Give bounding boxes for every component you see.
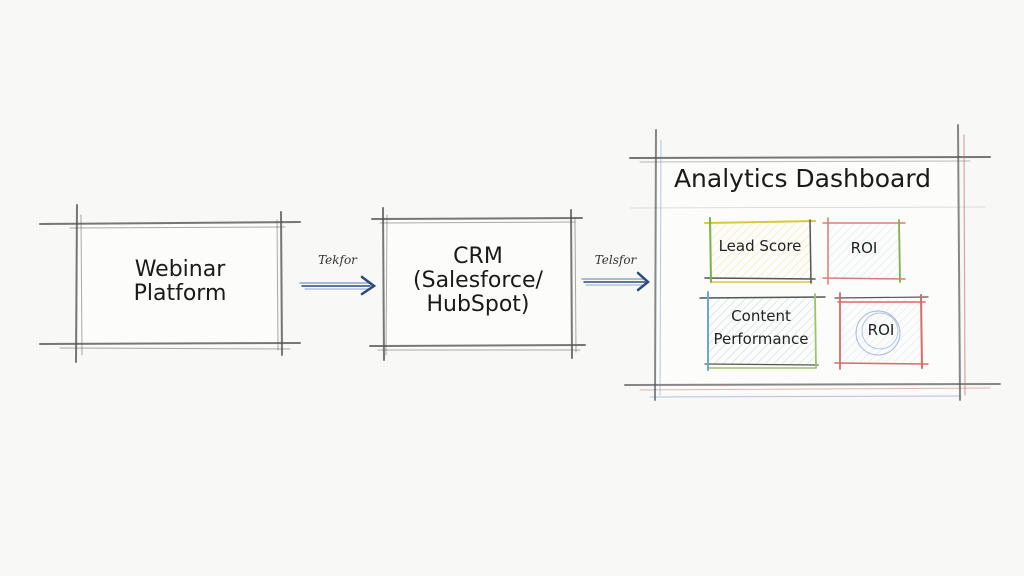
webinar-line-2: Platform xyxy=(133,281,227,307)
performance-text: Performance xyxy=(713,329,809,348)
crm-line-1: CRM xyxy=(453,244,503,269)
edge-label-1: Tekfor xyxy=(318,253,357,267)
content-text: Content xyxy=(731,307,791,325)
crm-label: CRM (Salesforce/ HubSpot) xyxy=(383,244,573,318)
widget-lead-score-label: Lead Score xyxy=(710,238,810,255)
arrow-crm-to-dashboard xyxy=(581,271,650,292)
widget-roi-bottom-label: ROI xyxy=(840,322,922,339)
crm-line-3: HubSpot) xyxy=(426,292,530,318)
edge-label-2: Telsfor xyxy=(594,253,637,267)
dashboard-title: Analytics Dashboard xyxy=(673,164,932,193)
webinar-line-1: Webinar xyxy=(134,257,226,282)
arrow-webinar-to-crm xyxy=(299,275,377,296)
crm-line-2: (Salesforce/ xyxy=(413,268,543,294)
roi-top-text: ROI xyxy=(850,239,878,257)
roi-bottom-text: ROI xyxy=(867,321,895,339)
webinar-platform-label: Webinar Platform xyxy=(80,257,280,307)
lead-score-text: Lead Score xyxy=(718,237,802,255)
widget-content-performance-label: Content Performance xyxy=(707,305,815,350)
widget-roi-top-label: ROI xyxy=(828,240,900,257)
